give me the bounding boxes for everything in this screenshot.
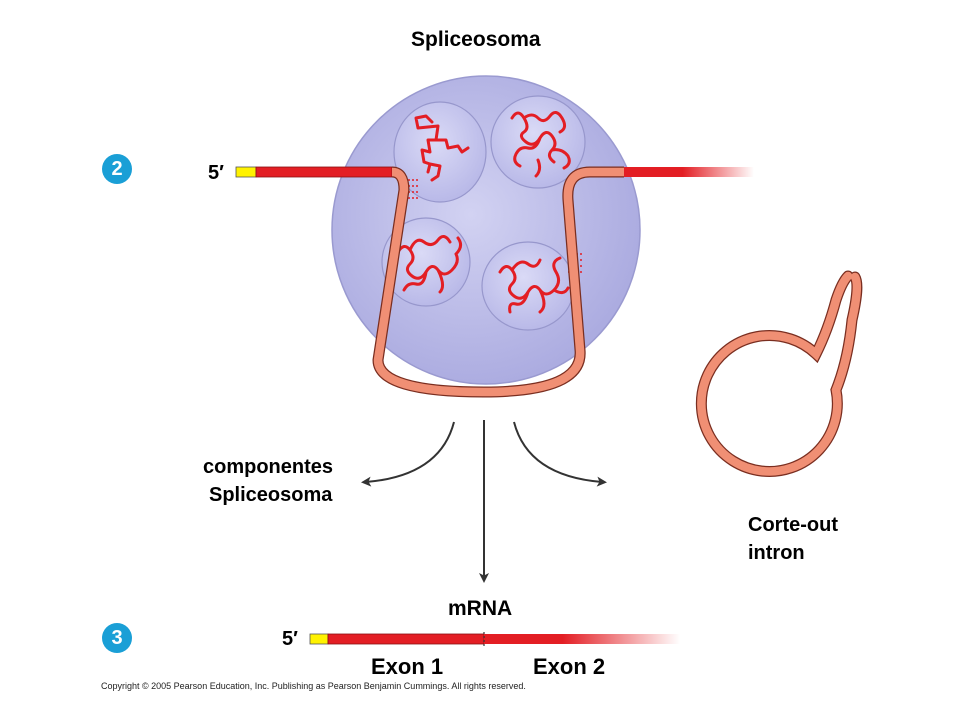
copyright-notice: Copyright © 2005 Pearson Education, Inc.… (101, 681, 526, 691)
step-2-badge: 2 (102, 154, 132, 184)
five-prime-cap-3 (309, 633, 329, 645)
arrow-to-intron (513, 421, 607, 487)
five-prime-label-3: 5′ (282, 628, 298, 650)
intron-label-line1: Corte-out (748, 514, 838, 536)
snrnp-top-right (490, 95, 586, 189)
exon-2-segment-2 (624, 167, 754, 177)
exon-2-label: Exon 2 (533, 654, 606, 679)
five-prime-cap-2 (235, 166, 257, 178)
components-label-line1: componentes (203, 456, 334, 478)
snrnp-top-left (393, 101, 487, 203)
exon-1-label: Exon 1 (371, 654, 444, 679)
pre-mrna-strand (235, 166, 754, 398)
cut-out-intron-lariat (695, 270, 863, 477)
five-prime-label-2: 5′ (208, 162, 224, 184)
intron-label-line2: intron (748, 542, 805, 564)
exon-1-segment-3 (327, 633, 485, 645)
exon-1-segment-2 (255, 166, 393, 178)
spliceosome-title: Spliceosoma (411, 28, 541, 51)
step-3-badge: 3 (102, 623, 132, 653)
exon-2-segment-3 (484, 634, 680, 644)
mature-mrna-strand (309, 632, 680, 646)
mrna-label: mRNA (448, 597, 513, 620)
components-label-line2: Spliceosoma (209, 484, 333, 506)
snrnp-bottom-left (381, 217, 471, 307)
arrow-to-components (361, 421, 455, 487)
